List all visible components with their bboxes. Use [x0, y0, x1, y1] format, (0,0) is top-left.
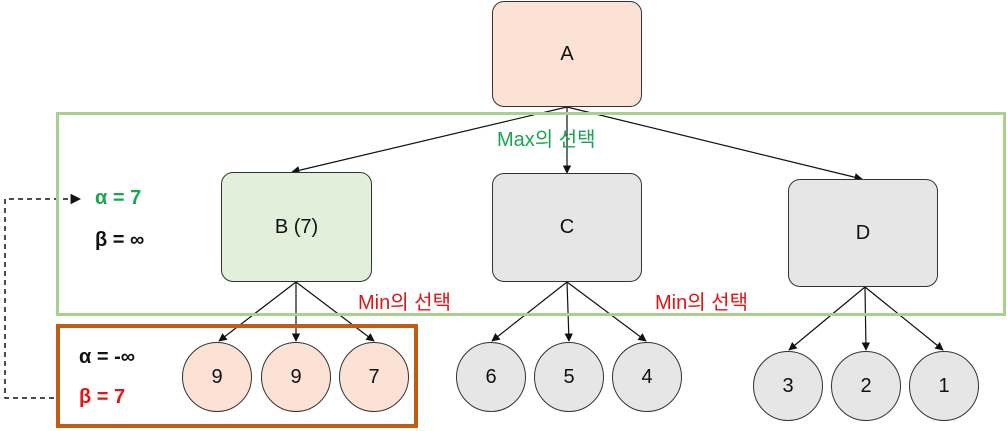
min-choice-label-2: Min의 선택 — [655, 292, 748, 314]
leaf-d-2-value: 2 — [860, 374, 872, 397]
leaf-c-3: 4 — [612, 342, 682, 412]
node-d: D — [788, 179, 938, 287]
beta-min-label: β = 7 — [79, 386, 126, 408]
leaf-d-1: 3 — [753, 351, 823, 421]
leaf-b-2: 9 — [261, 342, 331, 412]
edge-b-leaf-3 — [295, 281, 375, 342]
leaf-c-3-value: 4 — [641, 365, 653, 388]
node-b-label: B (7) — [274, 215, 319, 238]
alpha-max-label: α = 7 — [95, 187, 142, 209]
leaf-b-3: 7 — [339, 342, 409, 412]
leaf-b-1-value: 9 — [211, 365, 223, 388]
leaf-c-1: 6 — [456, 342, 526, 412]
leaf-d-3-value: 1 — [938, 374, 950, 397]
edge-c-leaf-2 — [564, 281, 573, 342]
node-c-label: C — [559, 216, 575, 238]
node-a: A — [492, 1, 642, 107]
alpha-min-label: α = -∞ — [79, 346, 136, 368]
leaf-b-2-value: 9 — [290, 365, 302, 388]
edge-d-leaf-2 — [861, 286, 871, 351]
edge-d-leaf-3 — [864, 286, 944, 351]
edge-c-leaf-1 — [491, 281, 568, 342]
max-choice-frame — [56, 112, 1006, 316]
beta-propagation-arrow — [4, 193, 82, 399]
leaf-d-2: 2 — [831, 351, 901, 421]
leaf-d-3: 1 — [909, 351, 979, 421]
leaf-d-1-value: 3 — [782, 374, 794, 397]
beta-max-label: β = ∞ — [95, 229, 145, 251]
min-choice-frame — [56, 324, 418, 428]
edge-a-b — [291, 106, 568, 175]
leaf-b-1: 9 — [182, 342, 252, 412]
leaf-c-1-value: 6 — [485, 365, 497, 388]
node-d-label: D — [855, 221, 871, 244]
leaf-b-3-value: 7 — [368, 365, 380, 388]
edge-b-leaf-1 — [218, 281, 297, 342]
node-a-label: A — [560, 42, 574, 65]
node-c: C — [492, 173, 642, 282]
edge-a-d — [566, 106, 863, 182]
edge-c-leaf-3 — [566, 281, 647, 342]
leaf-c-2: 5 — [534, 342, 604, 412]
min-choice-label-1: Min의 선택 — [358, 292, 451, 314]
edge-d-leaf-1 — [788, 286, 866, 351]
max-choice-label: Max의 선택 — [497, 129, 596, 151]
leaf-c-2-value: 5 — [563, 365, 575, 388]
node-b: B (7) — [221, 172, 372, 282]
